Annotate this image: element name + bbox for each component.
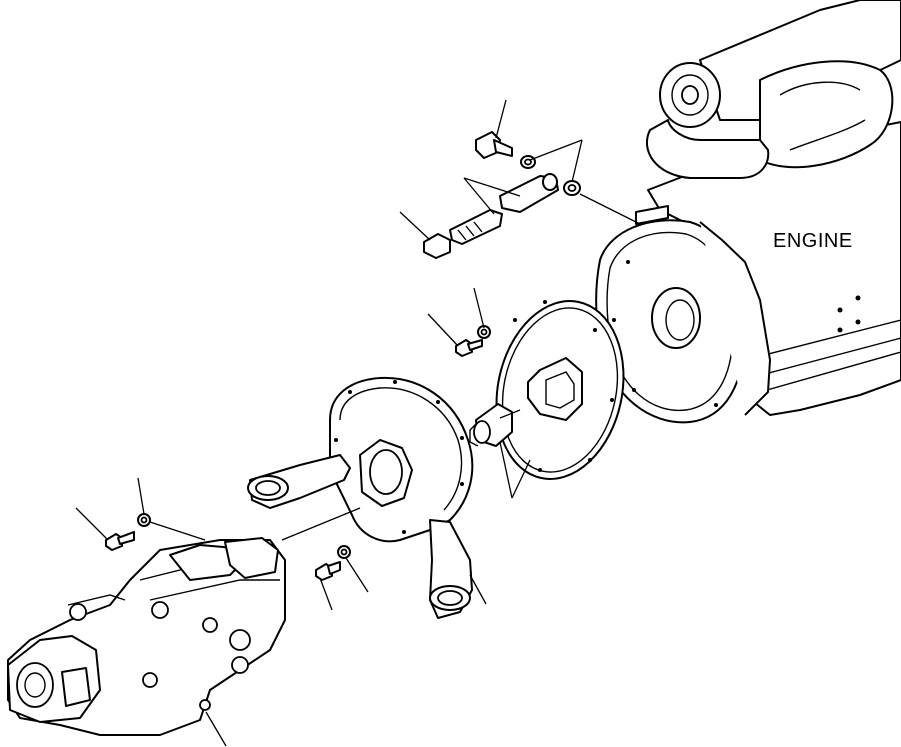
engine-label: ENGINE	[773, 230, 853, 252]
nut	[423, 233, 451, 259]
stud-bolt	[449, 209, 503, 245]
drive-plate	[495, 300, 625, 480]
fastener-group-upper	[423, 131, 581, 259]
leader-lines	[75, 99, 641, 747]
pump-mount-housing	[247, 376, 474, 619]
engine-block	[635, 0, 901, 416]
cap-bolt	[475, 131, 513, 159]
coupling	[469, 403, 513, 447]
hydraulic-pump	[7, 537, 286, 736]
engine-turbocharger	[645, 0, 901, 179]
fastener-group-pump	[105, 513, 151, 551]
fastener-group-housing	[315, 545, 351, 581]
pin-shaft	[499, 173, 559, 213]
fastener-group-drive-plate	[455, 325, 491, 357]
flywheel-housing	[595, 219, 771, 424]
